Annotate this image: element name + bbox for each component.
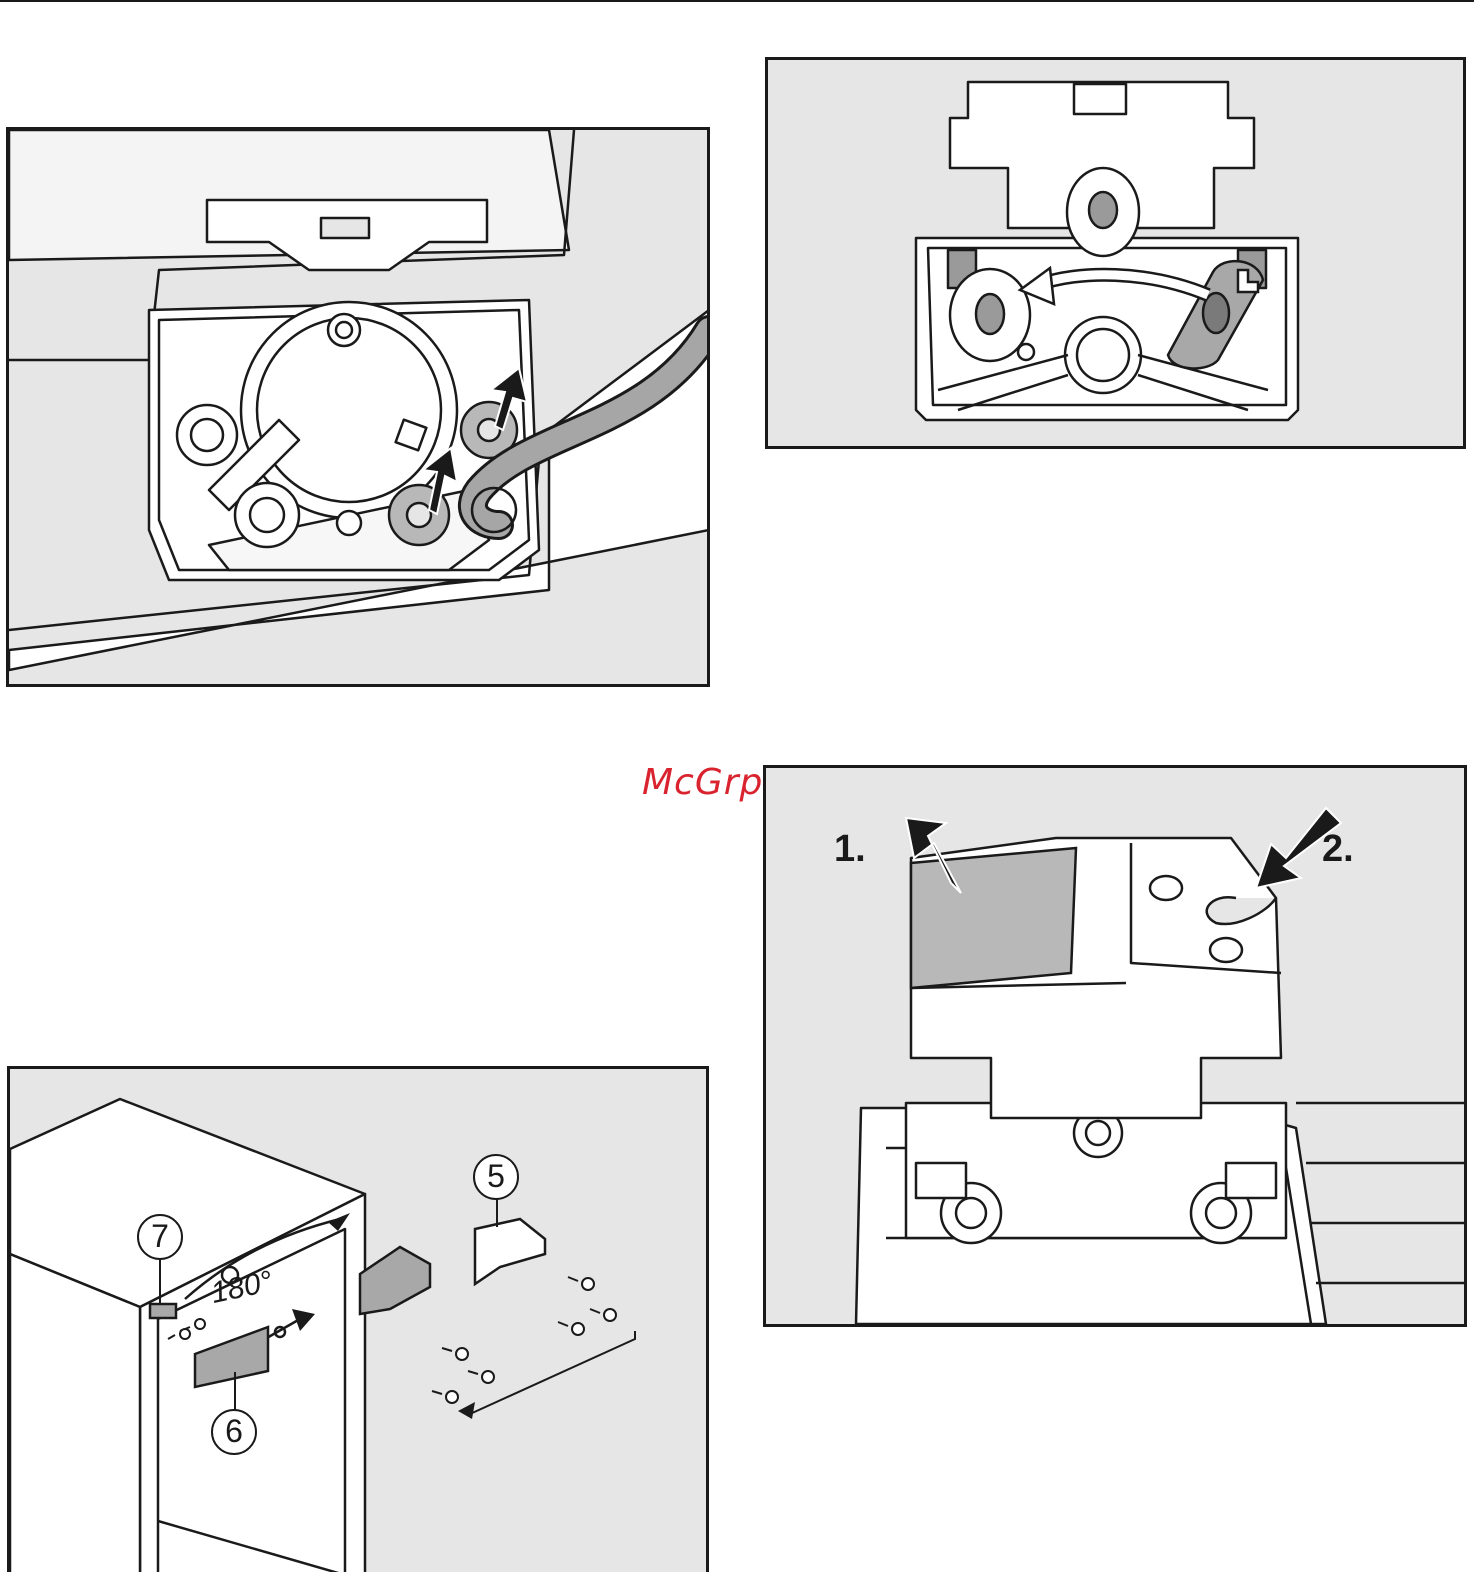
figure-cabinet: 5 6 7 180° [7,1066,709,1572]
figure-hinge-plate [765,57,1466,449]
callout-7: 7 [137,1214,183,1260]
hinge-plate-illustration [768,60,1463,446]
hinge-removal-illustration [766,768,1464,1324]
step-2-label: 2. [1322,828,1354,871]
figure-hinge-removal: 1. 2. [763,765,1467,1327]
figure-hinge-screws [6,127,710,687]
step-1-label: 1. [834,828,866,871]
page-top-rule [0,0,1474,2]
callout-5: 5 [473,1154,519,1200]
callout-6: 6 [211,1409,257,1455]
hinge-screws-illustration [9,130,707,684]
cabinet-illustration [10,1069,706,1572]
